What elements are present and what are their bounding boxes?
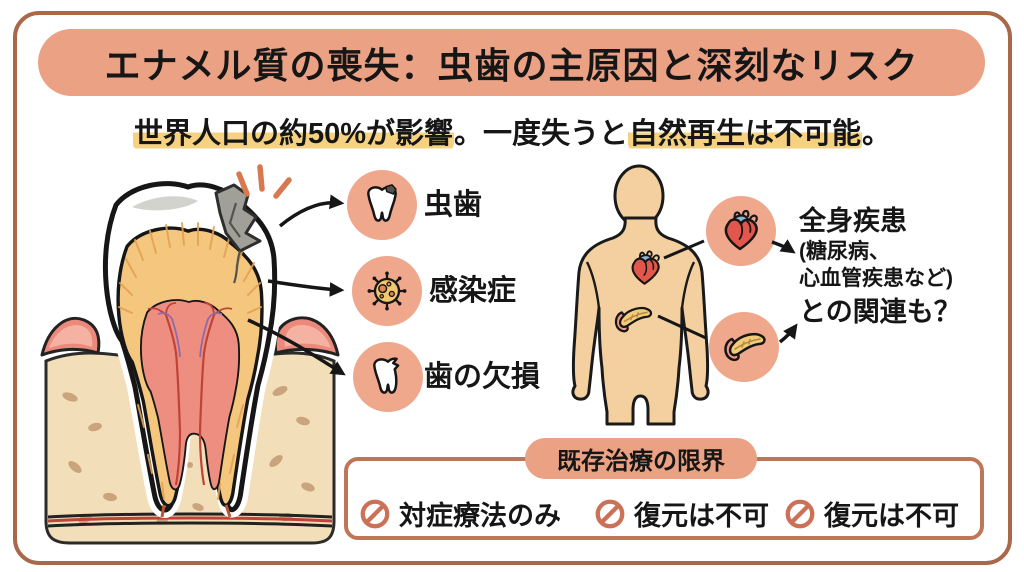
subtitle: 世界人口の約50%が影響。一度失うと自然再生は不可能。 — [0, 110, 1024, 152]
human-body-illustration — [571, 164, 710, 426]
body-torso — [571, 216, 710, 426]
tooth-cross-section-illustration — [40, 165, 340, 545]
limitation-label-1: 対症療法のみ — [399, 501, 561, 531]
decayed-tooth-icon — [359, 182, 405, 228]
systemic-line-3: 心血管疾患など) — [799, 267, 953, 290]
title-banner: エナメル質の喪失：虫歯の主原因と深刻なリスク — [38, 29, 985, 96]
no-entry-icon — [359, 498, 391, 530]
limitation-label-2: 復元は不可 — [634, 501, 769, 531]
systemic-line-2: (糖尿病、 — [799, 240, 890, 263]
systemic-risk-text: 全身疾患 (糖尿病、 心血管疾患など) との関連も？ — [799, 204, 961, 329]
enamel-shading — [132, 196, 198, 211]
arrow-to-systemic-top — [771, 239, 796, 254]
limitation-label-3: 復元は不可 — [824, 501, 959, 531]
systemic-line-4: との関連も？ — [799, 297, 961, 327]
pancreas-icon — [720, 323, 768, 371]
no-entry-icon — [594, 498, 626, 530]
limitation-item-3: 復元は不可 — [784, 494, 959, 533]
subtitle-plain-1: 。一度失うと — [454, 118, 629, 150]
risk-label-infection: 感染症 — [429, 275, 517, 307]
limitation-item-1: 対症療法のみ — [359, 494, 561, 533]
virus-icon — [364, 268, 410, 314]
risk-circle-cavity — [347, 170, 417, 240]
subtitle-plain-2: 。 — [862, 118, 892, 150]
limitation-item-2: 復元は不可 — [594, 494, 769, 533]
no-entry-icon — [784, 498, 816, 530]
organ-circle-pancreas — [709, 312, 779, 382]
chipped-tooth-icon — [365, 354, 411, 400]
risk-circle-tooth-loss — [353, 342, 423, 412]
risk-label-cavity: 虫歯 — [424, 189, 483, 221]
risk-label-tooth-loss: 歯の欠損 — [424, 361, 541, 393]
heart-icon — [717, 207, 765, 255]
cavity-crack — [228, 202, 242, 284]
subtitle-highlight-1: 世界人口の約50%が影響 — [132, 118, 454, 150]
bone-vessel — [47, 512, 333, 528]
page-title: エナメル質の喪失：虫歯の主原因と深刻なリスク — [104, 44, 919, 86]
treatment-limitations-badge: 既存治療の限界 — [525, 438, 757, 479]
systemic-line-1: 全身疾患 — [799, 206, 907, 236]
subtitle-highlight-2: 自然再生は不可能 — [628, 118, 863, 150]
arrow-to-systemic-bottom — [778, 323, 798, 344]
body-arm-lines — [585, 261, 696, 309]
risk-circle-infection — [352, 256, 422, 326]
pulp-vessels — [147, 302, 233, 518]
organ-circle-heart — [706, 196, 776, 266]
